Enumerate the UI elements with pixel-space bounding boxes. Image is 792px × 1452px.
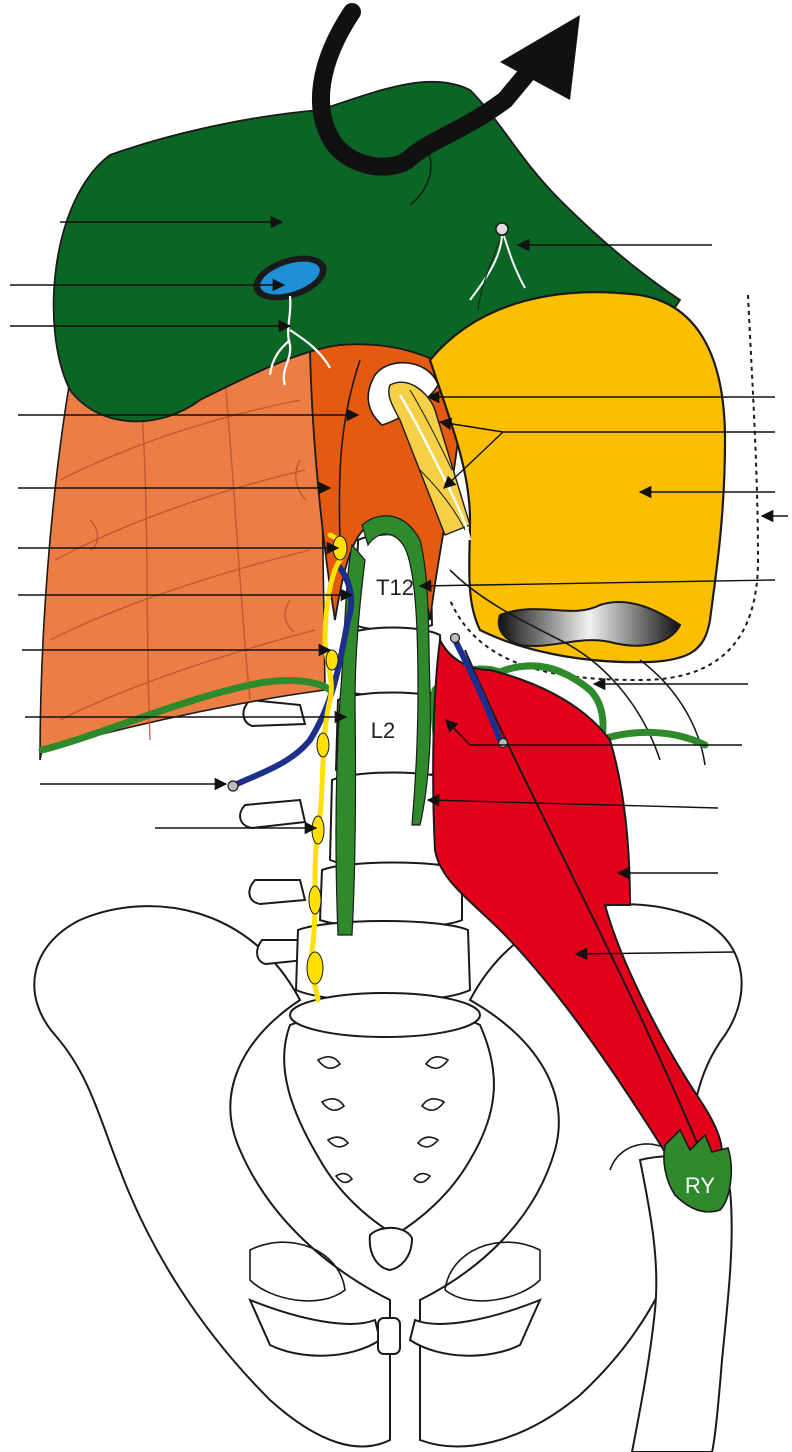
vertebra-label-t12: T12 [376,575,414,600]
sacrum [284,1014,494,1235]
insertion-label: RY [685,1173,715,1198]
vessel-cut-end-top [451,634,460,643]
pubic-symphysis [378,1318,400,1354]
coccyx [370,1228,412,1270]
vein-cut-end-right [499,739,508,748]
vein-cut-end-left [228,781,238,791]
vertebra-label-l2: L2 [371,718,395,743]
lower-rib-outline-2 [640,660,705,765]
esophagus [430,292,725,662]
